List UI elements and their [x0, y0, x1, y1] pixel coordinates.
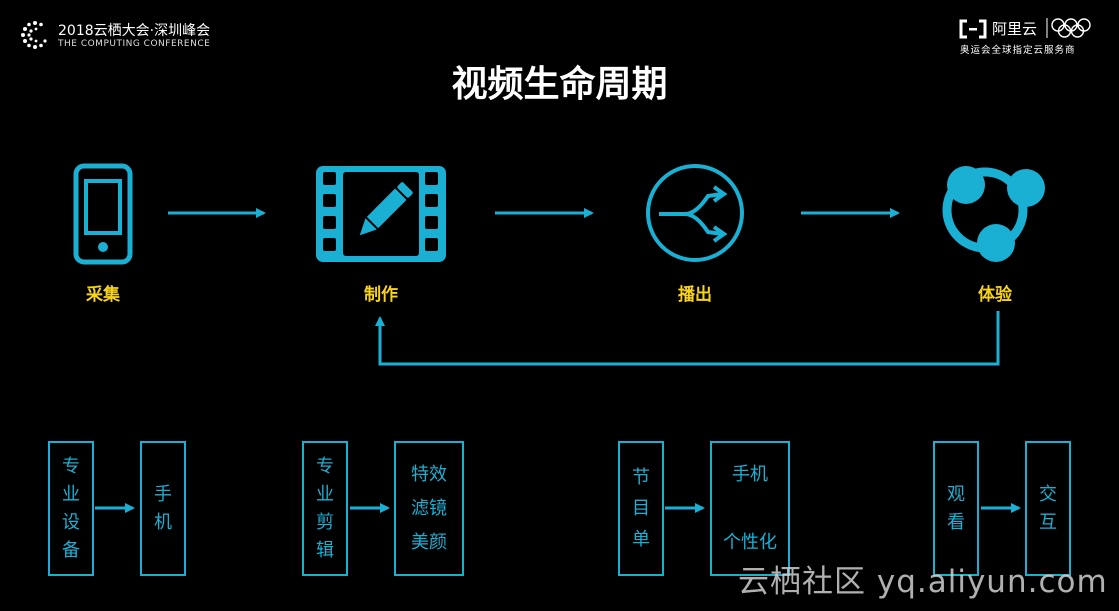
feedback-loop-arrow	[375, 311, 1000, 366]
detail-line: 个性化	[723, 531, 777, 553]
detail-box-watch: 观看	[933, 441, 979, 576]
detail-box-program-list: 节目单	[618, 441, 664, 576]
film-edit-icon	[316, 166, 446, 262]
detail-text: 节目单	[632, 467, 650, 550]
conference-logo-icon	[21, 21, 47, 49]
aliyun-logo-icon	[959, 19, 987, 39]
detail-box-effects: 特效 滤镜 美颜	[394, 441, 464, 576]
detail-text: 交互	[1039, 483, 1057, 533]
detail-box-phone: 手机	[140, 441, 186, 576]
detail-box-professional-equipment: 专业设备	[48, 441, 94, 576]
share-network-icon	[942, 166, 1045, 262]
detail-box-interaction: 交互	[1025, 441, 1071, 576]
brand-name: 阿里云	[992, 20, 1038, 38]
stage-label-capture: 采集	[86, 285, 120, 305]
detail-text: 观看	[947, 483, 965, 533]
brand-subtitle: 奥运会全球指定云服务商	[960, 45, 1076, 56]
detail-line: 特效	[411, 463, 447, 485]
detail-text: 专业设备	[62, 455, 80, 561]
detail-line: 手机	[732, 463, 768, 485]
page-title: 视频生命周期	[451, 64, 668, 105]
stage-label-broadcast: 播出	[678, 285, 712, 305]
detail-line: 美颜	[411, 531, 447, 553]
detail-text: 专业剪辑	[316, 455, 334, 561]
detail-text-group: 手机 个性化	[723, 441, 777, 577]
detail-box-professional-editing: 专业剪辑	[302, 441, 348, 576]
watermark: 云栖社区 yq.aliyun.com	[738, 564, 1108, 600]
detail-box-personalized: 手机 个性化	[710, 441, 790, 576]
olympic-rings-icon	[1046, 18, 1091, 38]
conference-title: 2018云栖大会·深圳峰会	[58, 23, 211, 39]
stage-label-experience: 体验	[978, 285, 1012, 305]
split-arrows-icon	[646, 164, 744, 262]
detail-text: 手机	[154, 483, 172, 533]
detail-line: 滤镜	[411, 497, 447, 519]
detail-text-group: 特效 滤镜 美颜	[411, 458, 447, 560]
conference-subtitle: THE COMPUTING CONFERENCE	[58, 39, 211, 49]
smartphone-icon	[73, 163, 133, 265]
stage-label-produce: 制作	[364, 285, 398, 305]
